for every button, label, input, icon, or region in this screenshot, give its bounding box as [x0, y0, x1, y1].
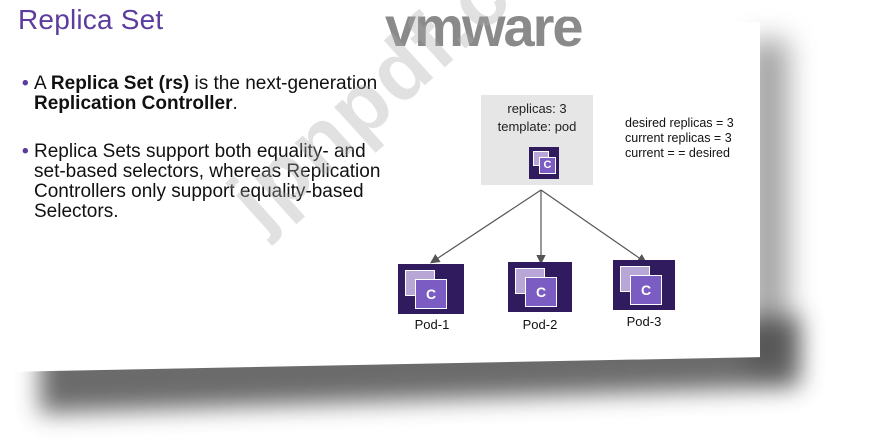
bullet-1-text-b: is the next-generation	[189, 73, 378, 94]
pod-2-label: Pod-2	[522, 317, 558, 332]
bullet-2-text: Replica Sets support both equality- and …	[34, 141, 381, 222]
bullet-list: • A Replica Set (rs) is the next-generat…	[22, 74, 392, 222]
status-desired: desired replicas = 3	[625, 116, 734, 130]
status-compare: current = = desired	[625, 146, 730, 160]
bullet-item-1: • A Replica Set (rs) is the next-generat…	[22, 74, 392, 114]
replica-set-box: replicas: 3 template: pod C	[481, 95, 593, 185]
template-pod-icon: C	[529, 147, 559, 179]
diagram-arrows	[429, 189, 647, 265]
status-current: current replicas = 3	[625, 131, 732, 145]
replica-status: desired replicas = 3 current replicas = …	[625, 116, 734, 161]
pod-1-label: Pod-1	[414, 317, 450, 332]
slide-title: Replica Set	[18, 4, 164, 35]
rs-template-text: template: pod	[497, 119, 577, 134]
vmware-logo: vmware®	[385, 0, 592, 59]
pod-1-icon: C	[398, 264, 464, 314]
replica-set-diagram: replicas: 3 template: pod C desired repl…	[395, 90, 745, 340]
slide: Replica Set vmware® • A Replica Set (rs)…	[18, 0, 745, 340]
template-container-icon: C	[539, 157, 556, 174]
logo-text: vmware	[385, 0, 584, 58]
bullet-1-term-replication-controller: Replication Controller	[34, 93, 233, 114]
bullet-1-text-a: A	[34, 73, 51, 94]
arrow-to-pod-1	[429, 189, 542, 264]
bullet-item-2: • Replica Sets support both equality- an…	[22, 142, 392, 222]
pod-3-label: Pod-3	[626, 314, 662, 329]
pod-3-container-icon: C	[630, 275, 662, 305]
pod-1-container-icon: C	[415, 279, 447, 309]
bullet-dot-icon: •	[22, 141, 29, 162]
pod-3-icon: C	[613, 260, 675, 310]
pod-2-container-icon: C	[525, 277, 557, 307]
bullet-dot-icon: •	[22, 73, 29, 94]
bullet-1-text-c: .	[232, 93, 238, 114]
bullet-1-term-replica-set: Replica Set (rs)	[50, 73, 190, 94]
registered-mark: ®	[581, 4, 592, 20]
arrow-to-pod-3	[540, 189, 647, 264]
rs-replicas-text: replicas: 3	[507, 101, 567, 116]
pod-2-icon: C	[508, 262, 572, 312]
